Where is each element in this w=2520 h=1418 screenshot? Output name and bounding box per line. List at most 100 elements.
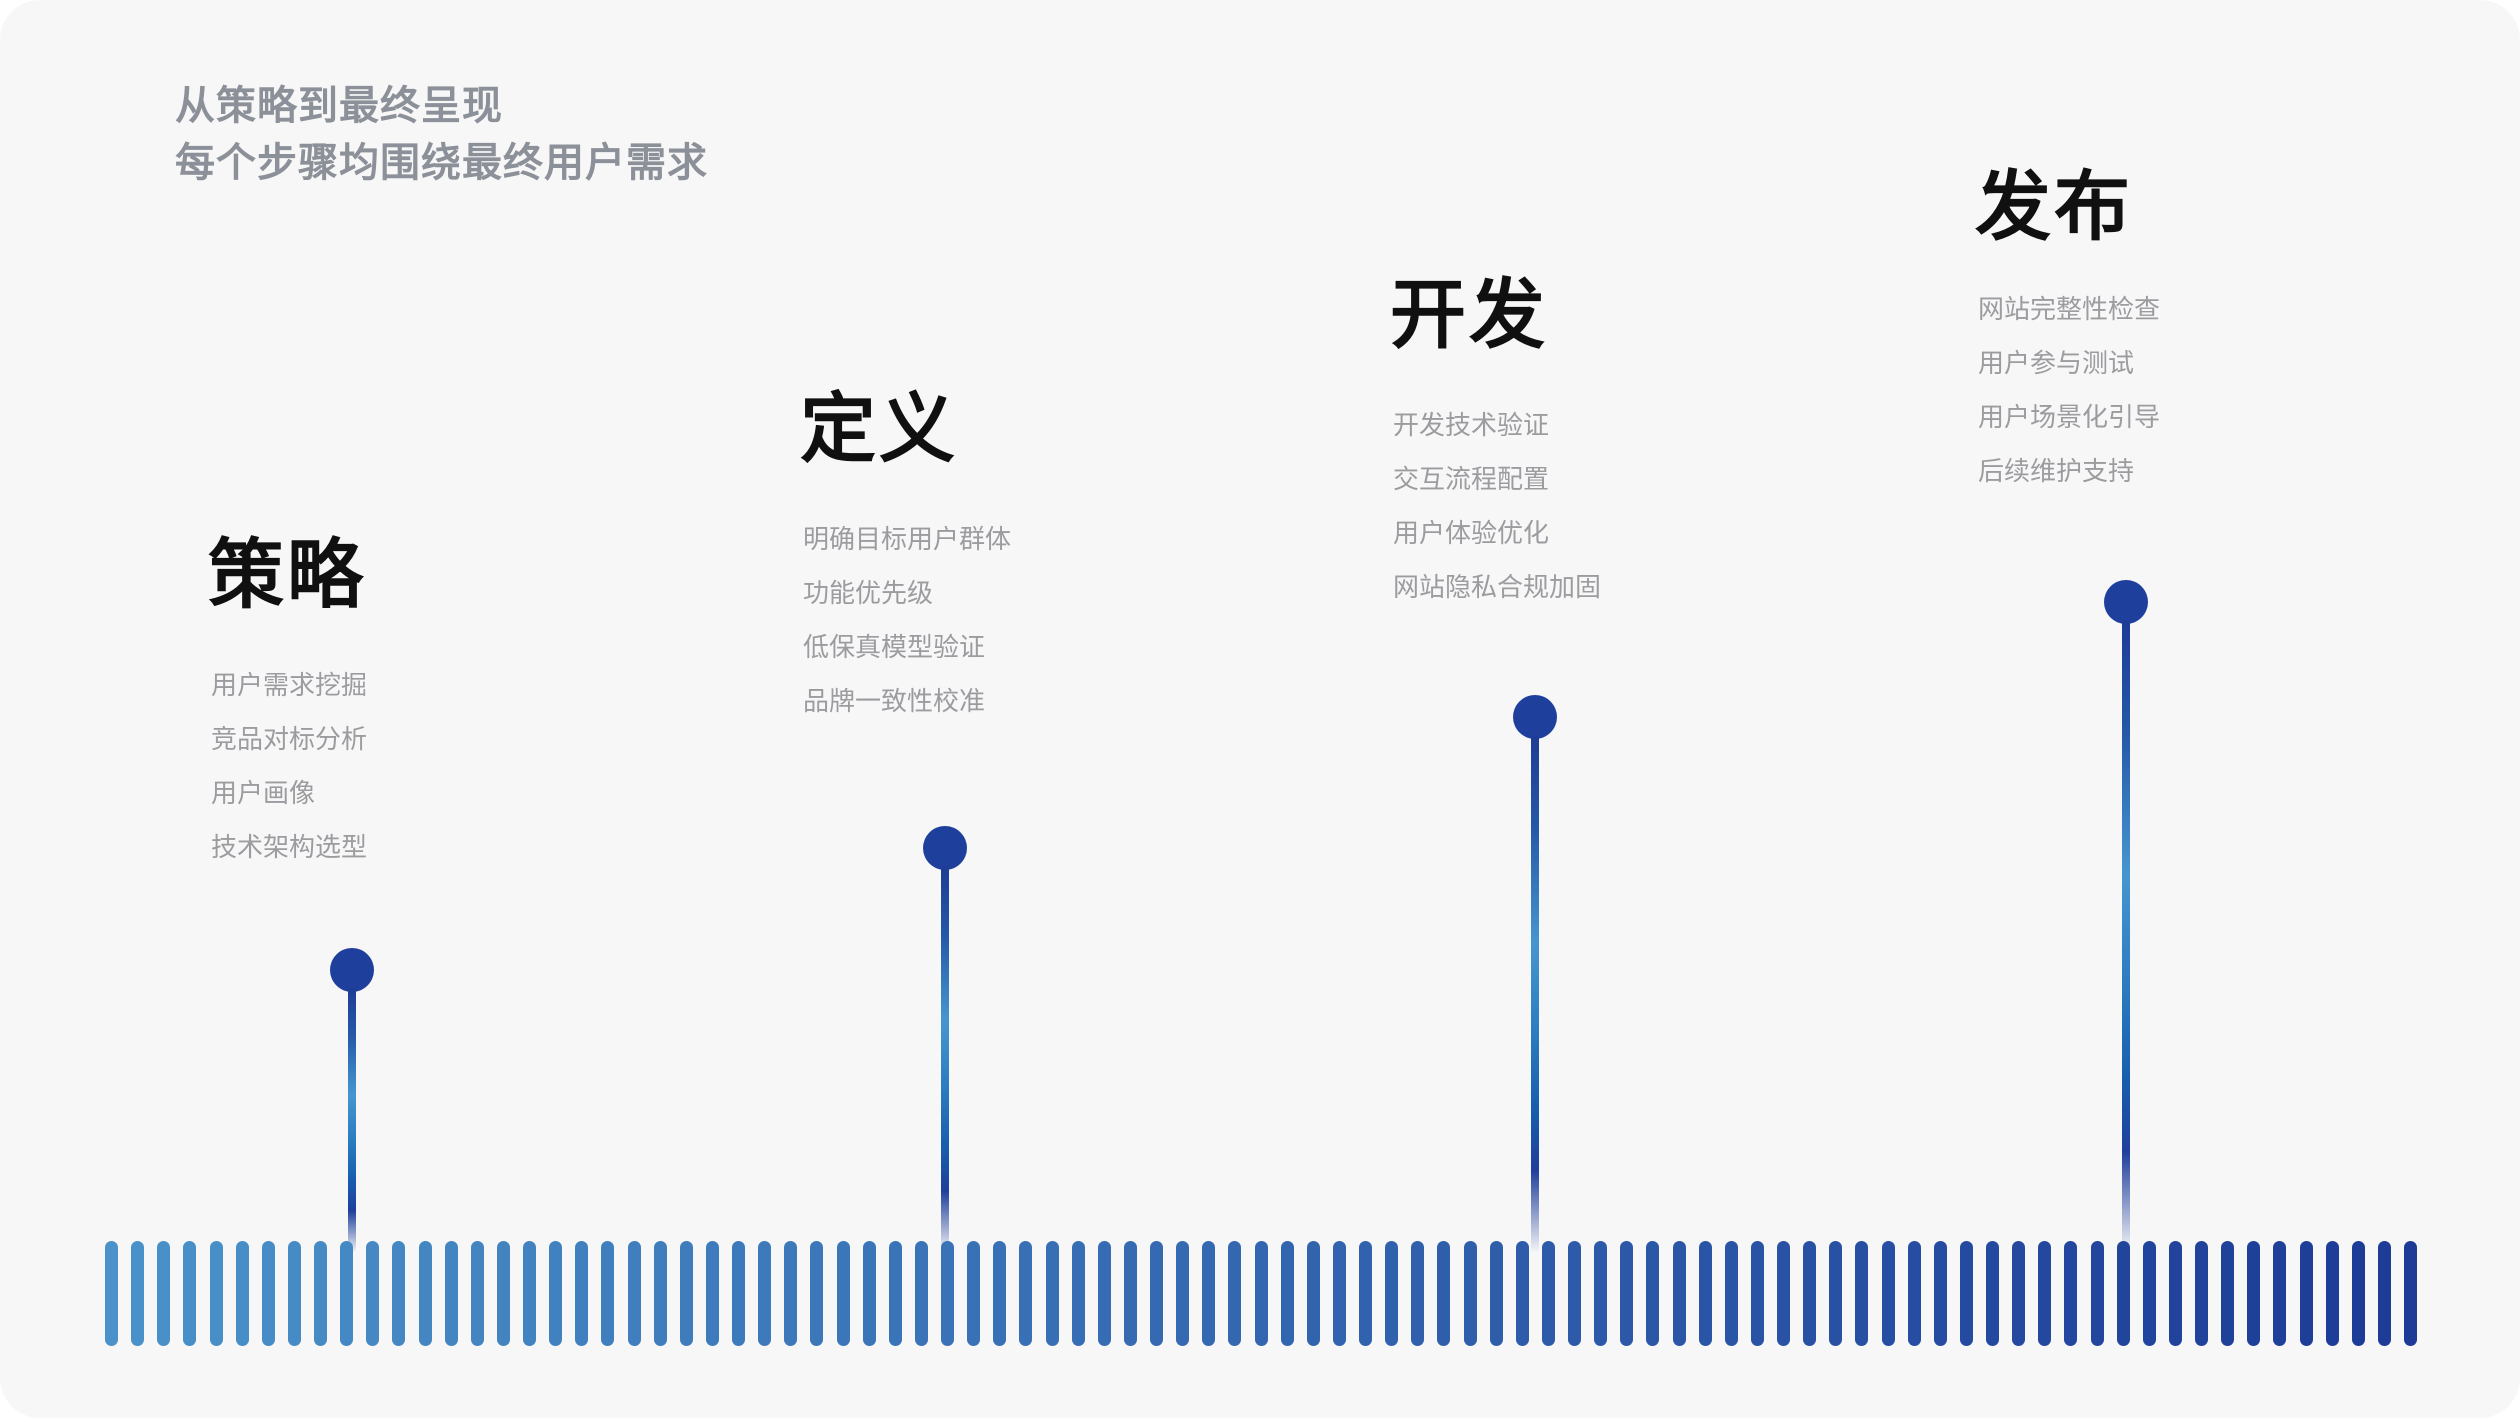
list-item: 竞品对标分析 xyxy=(211,724,368,754)
list-item: 低保真模型验证 xyxy=(803,632,986,662)
timeline-bar xyxy=(2168,1241,2182,1346)
pin-stem xyxy=(1531,735,1539,1253)
timeline-bar xyxy=(1306,1241,1320,1346)
milestone-development: 开发 开发技术验证 交互流程配置 用户体验优化 网站隐私合规加固 xyxy=(1390,273,1601,601)
timeline-bar xyxy=(1620,1241,1634,1346)
timeline-bar xyxy=(888,1241,902,1346)
list-item: 用户参与测试 xyxy=(1978,348,2135,378)
timeline-bar xyxy=(1541,1241,1555,1346)
timeline-bar xyxy=(705,1241,719,1346)
timeline-bar xyxy=(392,1241,406,1346)
timeline-bar xyxy=(1672,1241,1686,1346)
list-item: 用户画像 xyxy=(211,778,316,808)
timeline-bar xyxy=(1202,1241,1216,1346)
timeline-bar xyxy=(261,1241,275,1346)
pin-stem xyxy=(941,866,949,1253)
milestone-title: 策略 xyxy=(208,533,366,618)
timeline-bar xyxy=(496,1241,510,1346)
timeline-bar xyxy=(2273,1241,2287,1346)
timeline-bar xyxy=(2351,1241,2365,1346)
timeline-bar xyxy=(2195,1241,2208,1346)
list-item: 用户体验优化 xyxy=(1393,518,1550,548)
timeline-bar xyxy=(732,1241,745,1346)
timeline-bar xyxy=(967,1241,981,1346)
timeline-bar xyxy=(2377,1241,2391,1346)
timeline-bar xyxy=(2221,1241,2235,1346)
timeline-bar xyxy=(2325,1241,2339,1346)
timeline-bar xyxy=(1803,1241,1817,1346)
timeline-bar xyxy=(862,1241,876,1346)
timeline-bar xyxy=(627,1241,641,1346)
timeline-bar xyxy=(1150,1241,1163,1346)
timeline-bar xyxy=(1359,1241,1372,1346)
pin-dot-icon xyxy=(923,826,967,870)
milestone-title: 定义 xyxy=(800,387,958,472)
timeline-bar xyxy=(549,1241,563,1346)
pin-dot-icon xyxy=(330,948,374,992)
timeline-bar xyxy=(2404,1241,2417,1346)
pin-dot-icon xyxy=(2104,580,2148,624)
timeline-bar xyxy=(1280,1241,1294,1346)
timeline-bar xyxy=(1777,1241,1790,1346)
list-item: 用户需求挖掘 xyxy=(211,670,368,700)
header-line-1: 从策略到最终呈现 xyxy=(175,84,503,128)
timeline-bar xyxy=(105,1241,118,1346)
timeline-bar xyxy=(1176,1241,1190,1346)
timeline-bar xyxy=(444,1241,458,1346)
pin-dot-icon xyxy=(1513,695,1557,739)
timeline-bar xyxy=(941,1241,954,1346)
list-item: 品牌一致性校准 xyxy=(803,686,986,716)
timeline-bar xyxy=(836,1241,850,1346)
milestone-title: 开发 xyxy=(1390,273,1548,358)
timeline-bar xyxy=(2012,1241,2026,1346)
timeline-bar xyxy=(914,1241,928,1346)
milestone-item-list: 开发技术验证 交互流程配置 用户体验优化 网站隐私合规加固 xyxy=(1390,412,1601,600)
timeline-bar xyxy=(784,1241,798,1346)
header-line-2: 每个步骤均围绕最终用户需求 xyxy=(175,140,708,185)
timeline-bar xyxy=(2142,1241,2156,1346)
timeline-bar xyxy=(1515,1241,1529,1346)
list-item: 技术架构选型 xyxy=(211,832,368,862)
timeline-bar xyxy=(575,1241,589,1346)
timeline-bar-strip xyxy=(105,1241,2417,1346)
timeline-bar xyxy=(287,1241,301,1346)
milestone-strategy: 策略 用户需求挖掘 竞品对标分析 用户画像 技术架构选型 xyxy=(208,533,367,861)
timeline-bar xyxy=(1594,1241,1608,1346)
timeline-bar xyxy=(2247,1241,2261,1346)
timeline-bar xyxy=(1228,1241,1242,1346)
milestone-item-list: 明确目标用户群体 功能优先级 低保真模型验证 品牌一致性校准 xyxy=(800,526,1011,714)
timeline-bar xyxy=(810,1241,824,1346)
timeline-bar xyxy=(601,1241,615,1346)
timeline-bar xyxy=(1986,1241,1999,1346)
timeline-bar xyxy=(1463,1241,1477,1346)
timeline-bar xyxy=(2299,1241,2313,1346)
timeline-bar xyxy=(1332,1241,1346,1346)
milestone-release: 发布 网站完整性检查 用户参与测试 用户场景化引导 后续维护支持 xyxy=(1975,170,2161,485)
timeline-bar xyxy=(314,1241,327,1346)
timeline-bar xyxy=(1698,1241,1712,1346)
timeline-bar xyxy=(2064,1241,2078,1346)
timeline-bar xyxy=(758,1241,772,1346)
timeline-bar xyxy=(1907,1241,1921,1346)
pin-stem xyxy=(2122,620,2130,1253)
pin-stem xyxy=(348,988,356,1253)
timeline-bar xyxy=(1724,1241,1738,1346)
timeline-bar xyxy=(1019,1241,1033,1346)
timeline-bar xyxy=(653,1241,667,1346)
timeline-bar xyxy=(523,1241,536,1346)
timeline-bar xyxy=(235,1241,249,1346)
header-block: 从策略到最终呈现 每个步骤均围绕最终用户需求 xyxy=(175,78,708,192)
milestone-item-list: 用户需求挖掘 竞品对标分析 用户画像 技术架构选型 xyxy=(208,672,367,860)
list-item: 网站完整性检查 xyxy=(1978,294,2161,324)
timeline-bar xyxy=(2038,1241,2052,1346)
timeline-bar xyxy=(1254,1241,1268,1346)
timeline-bar xyxy=(418,1241,432,1346)
timeline-bar xyxy=(1646,1241,1660,1346)
timeline-bar xyxy=(1750,1241,1764,1346)
milestone-define: 定义 明确目标用户群体 功能优先级 低保真模型验证 品牌一致性校准 xyxy=(800,387,1011,715)
timeline-bar xyxy=(340,1241,354,1346)
timeline-bar xyxy=(2090,1241,2104,1346)
list-item: 功能优先级 xyxy=(803,578,934,608)
list-item: 用户场景化引导 xyxy=(1978,402,2161,432)
timeline-bar xyxy=(1933,1241,1947,1346)
